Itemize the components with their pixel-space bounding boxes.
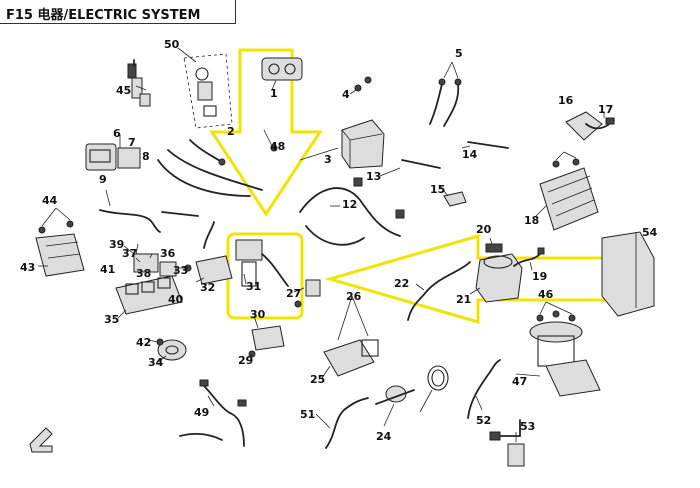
callout-32: 32 [200,281,215,294]
callout-44-left: 44 [42,194,58,207]
fuse-box-part-43 [35,233,85,277]
battery-part-3 [341,119,385,169]
title-box: F15 电器/ELECTRIC SYSTEM [0,0,236,24]
callout-45: 45 [116,84,131,97]
wire-part-22 [407,261,471,321]
bracket-part-54 [601,231,655,317]
callout-30: 30 [250,308,266,321]
callout-22: 22 [394,277,409,290]
callout-43: 43 [20,261,35,274]
callout-38: 38 [136,267,151,280]
callout-16: 16 [558,94,574,107]
relays-part-36-37-38 [133,253,177,277]
diagram-title: F15 电器/ELECTRIC SYSTEM [6,8,201,23]
callout-12: 12 [342,198,357,211]
callout-51: 51 [300,408,315,421]
callout-34: 34 [148,356,164,369]
callout-29: 29 [238,354,253,367]
callout-8: 8 [142,150,150,163]
clamp-part-23 [427,365,449,391]
callout-48: 48 [270,140,285,153]
hose-part-51 [325,397,369,449]
callout-17: 17 [598,103,613,116]
callout-36: 36 [160,247,176,260]
callout-19: 19 [532,270,547,283]
callout-40: 40 [168,293,184,306]
bolts-part-44-left [38,207,74,234]
relay-block-part-35 [115,275,183,315]
relay-part-19 [513,247,545,267]
fuel-pump-part-46-47 [529,301,601,397]
callout-35: 35 [104,313,119,326]
callout-15: 15 [430,183,445,196]
callout-42: 42 [136,336,151,349]
rod-part-14 [467,141,509,149]
ignition-key-part-50 [183,53,233,129]
callout-13: 13 [366,170,381,183]
hose-part-52 [467,359,501,419]
callout-6: 6 [113,127,121,140]
callout-20: 20 [476,223,492,236]
callout-2: 2 [227,125,235,138]
front-arrow-icon [29,427,53,453]
callout-4: 4 [342,88,350,101]
callout-31: 31 [246,280,261,293]
callout-21: 21 [456,293,471,306]
callout-7: 7 [128,136,136,149]
callout-5: 5 [455,47,463,60]
connectors-part-6-7-8 [85,143,141,171]
callout-54: 54 [642,226,658,239]
callout-37: 37 [122,247,137,260]
callout-47: 47 [512,375,527,388]
regulator-part-18 [539,167,599,231]
callout-labels: 1 2 3 4 5 6 7 8 9 12 13 14 15 16 17 18 1… [20,38,658,443]
starter-relay-part-20-21 [475,243,523,303]
callout-33: 33 [173,264,188,277]
cables-part-5 [429,61,462,127]
callout-49: 49 [194,406,209,419]
sensor-part-53 [489,419,525,467]
callout-26: 26 [346,290,362,303]
callout-1: 1 [270,87,278,100]
callout-24: 24 [376,430,392,443]
flasher-part-16-17 [565,111,615,141]
callout-46: 46 [538,288,554,301]
leader-lines [38,47,605,442]
callout-41: 41 [100,263,115,276]
sensor-part-27 [294,279,321,308]
harness-part-49 [179,379,247,447]
callout-14: 14 [462,148,478,161]
bolts-part-4 [349,76,372,95]
harness-part-2-48 [157,129,278,197]
rod-part-10 [161,211,199,217]
callout-39: 39 [109,238,124,251]
callout-53: 53 [520,420,535,433]
bracket-part-15 [443,191,467,207]
rod-part-13 [401,159,441,169]
regulator-part-29-30 [248,325,285,358]
wire-part-9 [99,209,161,233]
callout-18: 18 [524,214,539,227]
ecu-part-25 [323,295,379,377]
bolts-part-44-right [552,151,580,168]
filter-part-24 [375,385,415,405]
harness-part-12 [299,177,405,246]
callout-25: 25 [310,373,325,386]
callout-27: 27 [286,287,301,300]
horn-part-34 [157,339,187,361]
callout-50: 50 [164,38,180,51]
callout-9: 9 [99,173,107,186]
callout-52: 52 [476,414,491,427]
switch-part-1 [261,57,303,91]
switch-part-32-33 [184,255,233,285]
callout-3: 3 [324,153,332,166]
wire-part-11 [203,221,215,249]
ignition-coil-part-31 [235,239,289,287]
sensor-part-45 [127,59,151,107]
